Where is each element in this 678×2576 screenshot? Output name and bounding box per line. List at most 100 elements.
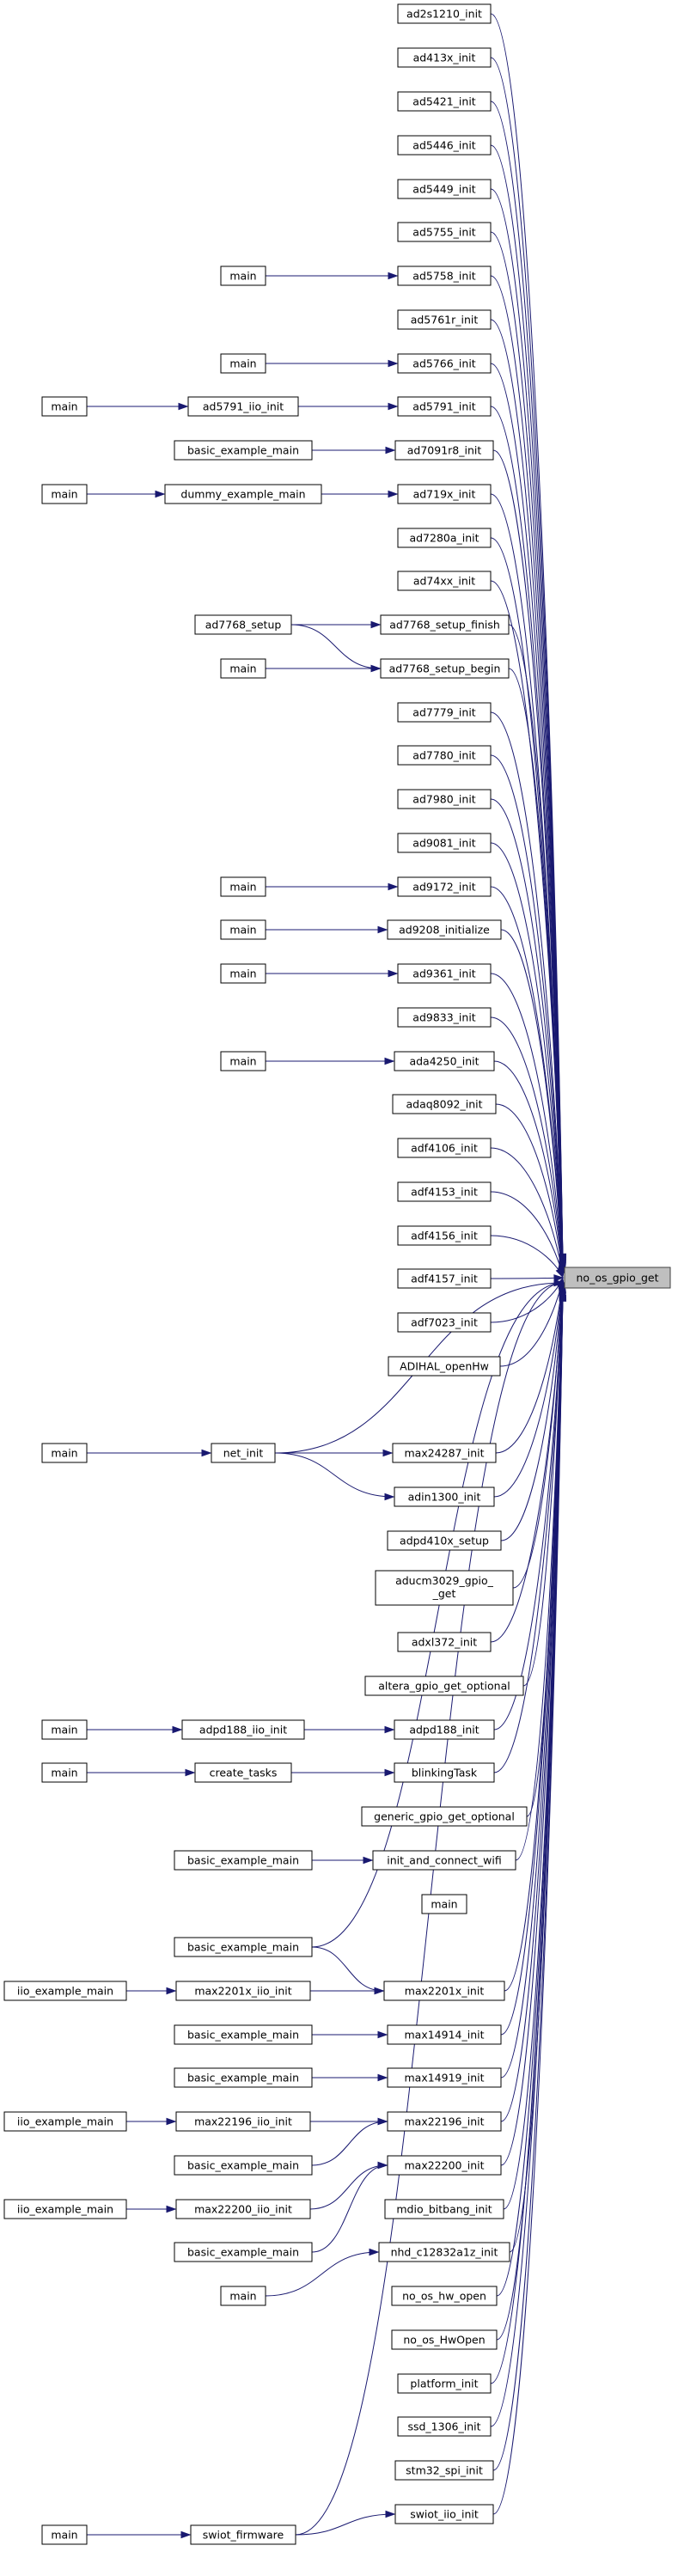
node-ad9081[interactable]: ad9081_init: [397, 833, 492, 853]
node-max22196iio[interactable]: max22196_iio_init: [175, 2111, 311, 2132]
node-nhd[interactable]: nhd_c12832a1z_init: [378, 2242, 510, 2262]
node-max14919[interactable]: max14919_init: [387, 2067, 502, 2088]
node-netinit[interactable]: net_init: [211, 1443, 276, 1463]
node-m_nhd[interactable]: main: [220, 2286, 266, 2306]
node-generic[interactable]: generic_gpio_get_optional: [361, 1806, 528, 1827]
node-label: swiot_firmware: [203, 2529, 284, 2542]
node-ad7779[interactable]: ad7779_init: [397, 702, 492, 723]
node-adf4153[interactable]: adf4153_init: [397, 1181, 492, 1202]
node-ada4250[interactable]: ada4250_init: [394, 1051, 495, 1071]
node-ad5791iio[interactable]: ad5791_iio_init: [187, 396, 299, 417]
node-m_ad5758[interactable]: main: [220, 266, 266, 286]
node-ad7768setup[interactable]: ad7768_setup: [194, 614, 292, 635]
node-ad5766[interactable]: ad5766_init: [397, 353, 492, 374]
node-ad5761r[interactable]: ad5761r_init: [397, 309, 492, 330]
node-adf7023[interactable]: adf7023_init: [397, 1312, 492, 1333]
node-nohwopen[interactable]: no_os_hw_open: [391, 2286, 498, 2306]
node-noHwOpen[interactable]: no_os_HwOpen: [391, 2329, 498, 2350]
node-bem_22200[interactable]: basic_example_main: [174, 2242, 313, 2262]
node-ad9361[interactable]: ad9361_init: [397, 963, 492, 984]
node-ad5446[interactable]: ad5446_init: [397, 135, 492, 156]
node-m_ad5766[interactable]: main: [220, 353, 266, 374]
node-ad413x[interactable]: ad413x_init: [397, 47, 492, 68]
node-adihal[interactable]: ADIHAL_openHw: [388, 1356, 501, 1377]
arrowhead-m_dummy-dummy: [155, 490, 166, 498]
node-initwifi[interactable]: init_and_connect_wifi: [372, 1850, 516, 1871]
node-adaq8092[interactable]: adaq8092_init: [392, 1094, 497, 1114]
node-adpd410x[interactable]: adpd410x_setup: [387, 1530, 502, 1551]
node-label: main: [51, 488, 77, 501]
node-dummy[interactable]: dummy_example_main: [164, 484, 322, 504]
node-ad7768fin[interactable]: ad7768_setup_finish: [380, 614, 510, 635]
node-ad719x[interactable]: ad719x_init: [397, 484, 492, 504]
node-ad9172[interactable]: ad9172_init: [397, 876, 492, 897]
node-adf4106[interactable]: adf4106_init: [397, 1138, 492, 1158]
node-iem_2201x[interactable]: iio_example_main: [3, 1981, 127, 2001]
node-max14914[interactable]: max14914_init: [387, 2024, 502, 2045]
node-ssd1306[interactable]: ssd_1306_init: [397, 2416, 492, 2437]
node-box: [397, 1632, 492, 1652]
node-createtasks[interactable]: create_tasks: [194, 1762, 292, 1783]
node-altera[interactable]: altera_gpio_get_optional: [364, 1676, 524, 1696]
node-m_ad9172[interactable]: main: [220, 876, 266, 897]
node-bem_22196[interactable]: basic_example_main: [174, 2155, 313, 2176]
node-label: basic_example_main: [187, 1854, 299, 1867]
node-m_ad5791[interactable]: main: [41, 396, 88, 417]
node-adf4156[interactable]: adf4156_init: [397, 1225, 492, 1246]
node-bem_14914[interactable]: basic_example_main: [174, 2024, 313, 2045]
node-ad7980[interactable]: ad7980_init: [397, 789, 492, 809]
node-ad7091r8[interactable]: ad7091r8_init: [394, 440, 494, 461]
node-label: ad5755_init: [412, 226, 476, 239]
node-m_swiot[interactable]: main: [41, 2524, 88, 2545]
node-main_mid[interactable]: main: [421, 1894, 467, 1914]
node-ad2s1210[interactable]: ad2s1210_init: [397, 3, 492, 24]
node-m_tasks[interactable]: main: [41, 1762, 88, 1783]
node-m_ada4250[interactable]: main: [220, 1051, 266, 1071]
arrowhead-iem_22200-max22200iio: [166, 2205, 177, 2213]
node-bem_7091[interactable]: basic_example_main: [174, 440, 313, 461]
node-m_net[interactable]: main: [41, 1443, 88, 1463]
node-iem_22196[interactable]: iio_example_main: [3, 2111, 127, 2132]
node-blinking[interactable]: blinkingTask: [394, 1762, 495, 1783]
node-bem_2201x[interactable]: basic_example_main: [174, 1937, 313, 1957]
node-platform[interactable]: platform_init: [397, 2373, 492, 2394]
node-aducm3029[interactable]: aducm3029_gpio__get: [375, 1570, 514, 1606]
node-box: [194, 1762, 292, 1783]
node-ad5791[interactable]: ad5791_init: [397, 396, 492, 417]
node-max2201xiio[interactable]: max2201x_iio_init: [175, 1981, 311, 2001]
node-iem_22200[interactable]: iio_example_main: [3, 2199, 127, 2219]
node-swiotfw[interactable]: swiot_firmware: [190, 2524, 296, 2545]
node-adpd188iio[interactable]: adpd188_iio_init: [181, 1719, 305, 1740]
node-adxl372[interactable]: adxl372_init: [397, 1632, 492, 1652]
node-mdio[interactable]: mdio_bitbang_init: [384, 2199, 504, 2219]
node-bem_14919[interactable]: basic_example_main: [174, 2067, 313, 2088]
node-max22200iio[interactable]: max22200_iio_init: [175, 2199, 311, 2219]
node-max2201x[interactable]: max2201x_init: [383, 1981, 505, 2001]
node-ad9208[interactable]: ad9208_initialize: [387, 919, 502, 940]
node-m_ad7768[interactable]: main: [220, 658, 266, 679]
node-m_dummy[interactable]: main: [41, 484, 88, 504]
node-ad7780[interactable]: ad7780_init: [397, 745, 492, 766]
node-adin1300[interactable]: adin1300_init: [394, 1486, 495, 1507]
node-m_adpd188[interactable]: main: [41, 1719, 88, 1740]
node-max24287[interactable]: max24287_init: [392, 1443, 497, 1463]
node-label: ad7980_init: [412, 793, 476, 806]
node-ad5421[interactable]: ad5421_init: [397, 91, 492, 112]
node-ad9833[interactable]: ad9833_init: [397, 1007, 492, 1028]
node-adf4157[interactable]: adf4157_init: [397, 1268, 492, 1289]
node-swiotiio[interactable]: swiot_iio_init: [394, 2504, 494, 2524]
node-ad7768beg[interactable]: ad7768_setup_begin: [380, 658, 510, 679]
node-m_ad9361[interactable]: main: [220, 963, 266, 984]
node-max22196[interactable]: max22196_init: [387, 2111, 502, 2132]
node-ad74xx[interactable]: ad74xx_init: [397, 571, 492, 591]
node-ad5755[interactable]: ad5755_init: [397, 222, 492, 242]
node-max22200[interactable]: max22200_init: [387, 2155, 502, 2176]
target-node-target[interactable]: no_os_gpio_get: [564, 1267, 671, 1289]
node-bem_wifi[interactable]: basic_example_main: [174, 1850, 313, 1871]
node-m_ad9208[interactable]: main: [220, 919, 266, 940]
node-ad7280a[interactable]: ad7280a_init: [397, 528, 492, 548]
node-ad5449[interactable]: ad5449_init: [397, 179, 492, 199]
node-stm32spi[interactable]: stm32_spi_init: [394, 2460, 494, 2481]
node-ad5758[interactable]: ad5758_init: [397, 266, 492, 286]
node-adpd188[interactable]: adpd188_init: [394, 1719, 495, 1740]
